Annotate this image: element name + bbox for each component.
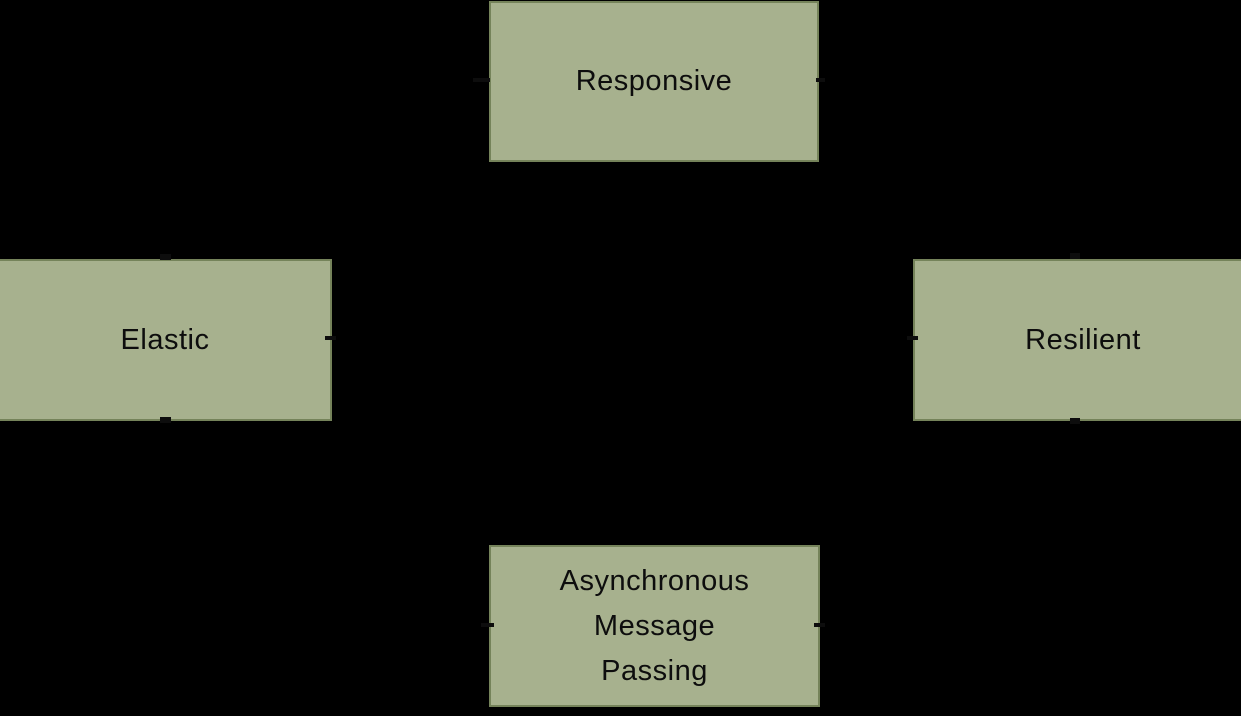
node-async-message-passing-label-line3: Passing — [601, 654, 708, 687]
node-async-message-passing-label-line1: Asynchronous — [559, 564, 750, 597]
node-async-message-passing-label-line2: Message — [593, 609, 716, 642]
arrow-tip-elastic-bottom — [160, 417, 171, 423]
node-resilient: Resilient — [913, 259, 1241, 421]
node-responsive: Responsive — [489, 1, 819, 162]
node-elastic-label: Elastic — [120, 323, 210, 356]
arrow-tip-message-right — [814, 623, 825, 627]
arrow-tip-responsive-left — [473, 78, 490, 82]
arrow-tip-responsive-right — [816, 78, 825, 82]
arrow-tip-elastic-right — [325, 336, 336, 340]
node-responsive-label: Responsive — [575, 65, 733, 97]
arrow-tip-resilient-bottom — [1070, 418, 1080, 424]
arrow-tip-elastic-top — [160, 254, 171, 260]
arrow-tip-resilient-top — [1070, 253, 1080, 259]
arrow-tip-message-left — [481, 623, 494, 627]
node-resilient-label: Resilient — [1025, 323, 1141, 356]
node-async-message-passing: Asynchronous Message Passing — [489, 545, 820, 707]
node-elastic: Elastic — [0, 259, 332, 421]
arrow-tip-resilient-left — [907, 336, 918, 340]
